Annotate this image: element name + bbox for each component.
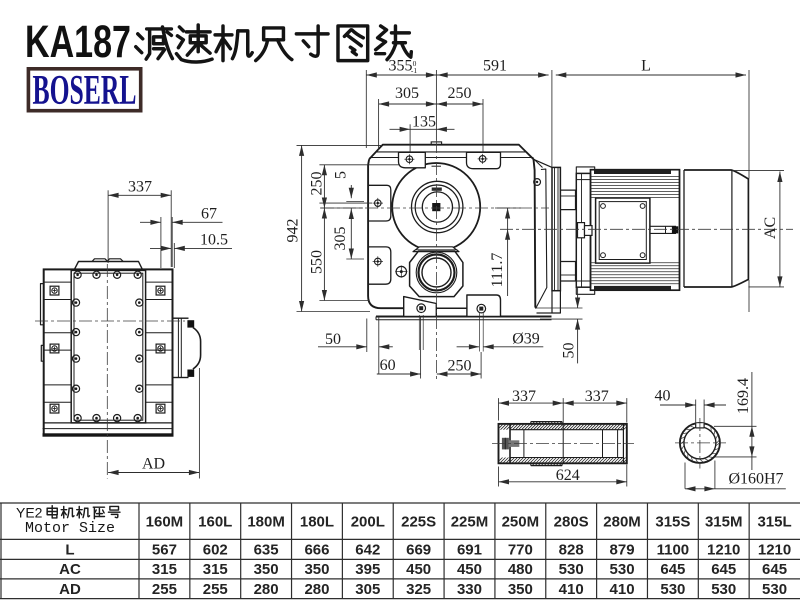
svg-text:325: 325 [406,581,431,598]
svg-text:350: 350 [304,561,329,578]
svg-text:-1: -1 [411,66,417,75]
svg-text:669: 669 [406,542,431,559]
svg-text:AC: AC [59,561,81,578]
svg-text:250: 250 [309,172,326,196]
svg-text:530: 530 [610,561,635,578]
svg-text:350: 350 [254,561,279,578]
svg-text:180M: 180M [247,514,285,531]
svg-text:1210: 1210 [758,542,791,559]
svg-text:67: 67 [201,206,217,223]
svg-text:255: 255 [152,581,177,598]
svg-text:280M: 280M [603,514,641,531]
svg-text:530: 530 [660,581,685,598]
svg-text:315M: 315M [705,514,743,531]
svg-text:160L: 160L [198,514,232,531]
svg-text:770: 770 [508,542,533,559]
svg-text:50: 50 [325,331,341,348]
svg-text:315L: 315L [757,514,791,531]
svg-text:250: 250 [448,358,472,375]
svg-text:337: 337 [512,388,536,405]
svg-text:550: 550 [309,250,326,274]
svg-text:355: 355 [389,57,413,74]
svg-text:350: 350 [508,581,533,598]
svg-text:Motor Size: Motor Size [25,520,115,537]
svg-text:410: 410 [559,581,584,598]
svg-text:450: 450 [406,561,431,578]
svg-text:942: 942 [285,219,302,243]
svg-text:225M: 225M [451,514,489,531]
svg-text:200L: 200L [351,514,385,531]
svg-text:AC: AC [762,217,779,239]
svg-text:160M: 160M [146,514,184,531]
svg-text:250M: 250M [502,514,540,531]
svg-text:666: 666 [304,542,329,559]
svg-text:480: 480 [508,561,533,578]
svg-text:602: 602 [203,542,228,559]
svg-text:315: 315 [203,561,228,578]
svg-text:879: 879 [610,542,635,559]
svg-text:337: 337 [128,178,152,195]
svg-text:567: 567 [152,542,177,559]
svg-text:AD: AD [59,581,81,598]
svg-text:828: 828 [559,542,584,559]
svg-text:225S: 225S [401,514,436,531]
svg-text:337: 337 [585,388,609,405]
svg-text:1100: 1100 [657,542,690,559]
svg-text:530: 530 [711,581,736,598]
svg-text:315: 315 [152,561,177,578]
svg-text:410: 410 [610,581,635,598]
svg-text:111.7: 111.7 [489,253,506,288]
svg-text:280S: 280S [554,514,589,531]
svg-text:305: 305 [395,85,419,102]
svg-text:169.4: 169.4 [735,378,752,414]
svg-text:250: 250 [448,85,472,102]
svg-text:305: 305 [355,581,380,598]
svg-text:YE2: YE2 [16,505,43,521]
svg-text:40: 40 [655,388,671,405]
svg-text:1210: 1210 [707,542,740,559]
svg-text:635: 635 [254,542,279,559]
svg-text:5: 5 [333,171,350,179]
svg-text:L: L [65,542,74,559]
svg-text:642: 642 [355,542,380,559]
svg-text:591: 591 [483,57,507,74]
svg-text:450: 450 [457,561,482,578]
svg-text:Ø39: Ø39 [512,330,540,347]
svg-text:KA187: KA187 [25,16,131,67]
svg-text:530: 530 [559,561,584,578]
svg-text:L: L [641,57,651,74]
svg-text:255: 255 [203,581,228,598]
svg-text:624: 624 [556,467,580,484]
svg-text:135: 135 [412,113,436,130]
svg-text:530: 530 [762,581,787,598]
svg-text:645: 645 [762,561,787,578]
svg-text:305: 305 [332,227,349,251]
svg-text:395: 395 [355,561,380,578]
svg-text:330: 330 [457,581,482,598]
svg-text:645: 645 [660,561,685,578]
svg-text:50: 50 [561,343,578,359]
svg-text:315S: 315S [655,514,690,531]
svg-text:280: 280 [254,581,279,598]
svg-text:180L: 180L [300,514,334,531]
svg-text:10.5: 10.5 [200,231,228,248]
svg-text:280: 280 [304,581,329,598]
svg-text:645: 645 [711,561,736,578]
svg-text:BOSERL: BOSERL [33,68,137,114]
svg-text:0: 0 [413,59,417,68]
svg-text:691: 691 [457,542,482,559]
svg-text:Ø160H7: Ø160H7 [728,471,783,488]
svg-text:60: 60 [380,357,396,374]
svg-text:AD: AD [142,455,165,472]
